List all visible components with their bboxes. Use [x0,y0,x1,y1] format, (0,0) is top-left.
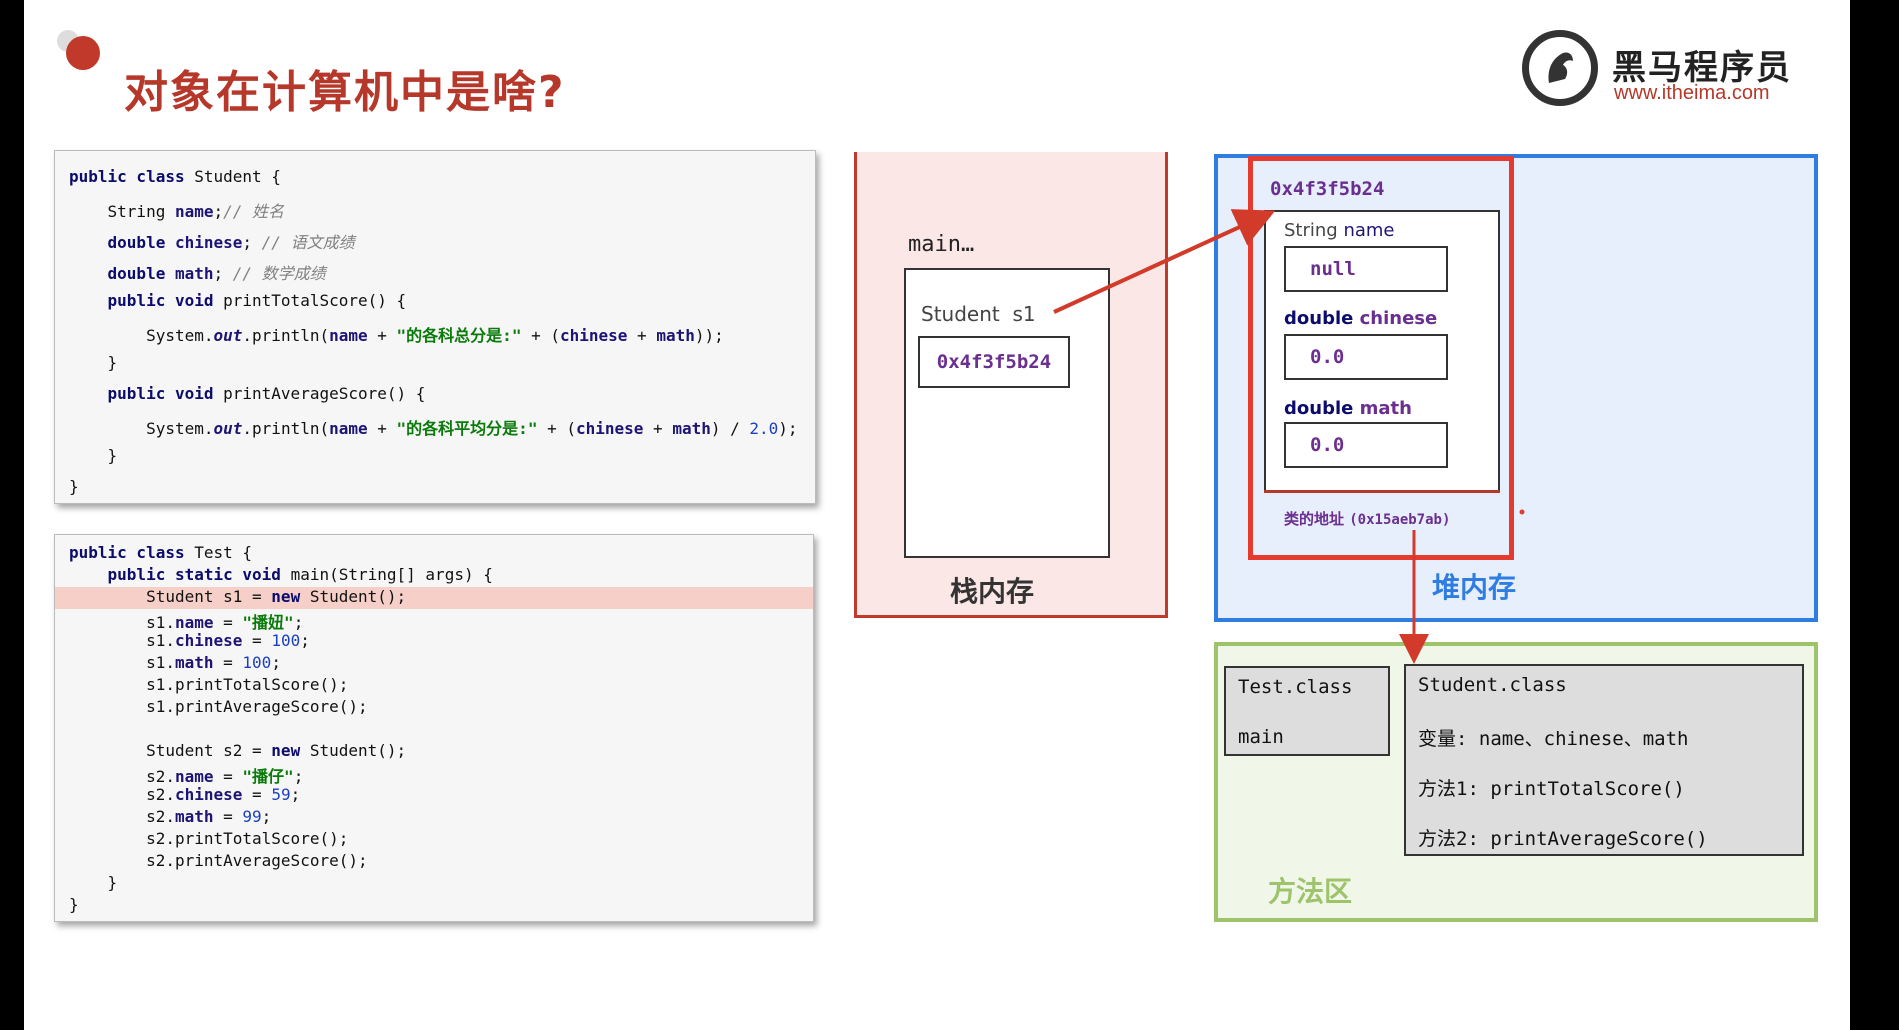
field-name: name [1343,220,1395,241]
test-code-line: } [69,873,118,892]
field-name-label: String name [1284,220,1395,241]
test-code-line: Student s1 = new Student(); [69,587,407,606]
test-code-line: s1.math = 100; [69,653,281,672]
method-area-label: 方法区 [1268,875,1353,908]
test-code-line: s2.chinese = 59; [69,785,301,804]
student-code-line: double chinese; // 语文成绩 [107,233,355,252]
test-code-line: Student s2 = new Student(); [69,741,407,760]
field-chinese-label: double chinese [1284,308,1437,329]
test-class-method: main [1238,726,1284,748]
student-class-method1: 方法1: printTotalScore() [1418,778,1685,800]
class-address-separator [1264,490,1500,493]
class-address-value: (0x15aeb7ab) [1349,512,1451,528]
student-code-line: } [69,446,118,465]
test-code-line: s2.math = 99; [69,807,272,826]
stack-var-value: 0x4f3f5b24 [918,336,1070,388]
test-code-line: public class Test { [69,543,253,562]
field-name-value: null [1284,246,1448,292]
student-code-line: public class Student { [69,167,281,186]
highlighted-line [55,587,813,609]
title-bullet-icon [66,36,100,70]
slide: 对象在计算机中是啥? 黑马程序员 www.itheima.com public … [24,0,1850,1030]
field-math-value: 0.0 [1284,422,1448,468]
test-code-line: public static void main(String[] args) { [107,565,493,584]
student-class-name: Student.class [1418,674,1567,696]
logo-url: www.itheima.com [1614,82,1770,104]
field-type: double [1284,308,1354,329]
heap-label: 堆内存 [1432,571,1517,604]
test-code-line: s2.printTotalScore(); [69,829,349,848]
test-code-line: } [69,895,79,914]
test-class-name: Test.class [1238,676,1353,698]
student-class-method2: 方法2: printAverageScore() [1418,828,1708,850]
main-frame [904,268,1110,558]
student-code-line: } [69,477,79,496]
class-address-label: 类的地址 [1284,510,1345,528]
test-code-line: s1.name = "播妞"; [69,613,304,632]
student-object [1248,156,1514,560]
student-code-line: System.out.println(name + "的各科总分是:" + (c… [69,326,724,345]
student-code-line: double math; // 数学成绩 [107,264,326,283]
field-math-label: double math [1284,398,1412,419]
stack-frame-label: main… [908,232,975,257]
field-type: String [1284,220,1338,241]
student-code-line: } [69,353,118,372]
test-code-line: s1.printAverageScore(); [69,697,368,716]
stack-var-label: Student s1 [921,302,1036,326]
slide-title: 对象在计算机中是啥? [124,67,566,118]
test-code-panel: public class Test { public static void m… [54,534,814,922]
object-fields-box [1264,210,1500,492]
student-code-line: public void printAverageScore() { [107,384,426,403]
object-address: 0x4f3f5b24 [1270,178,1385,200]
student-code-line: public void printTotalScore() { [107,291,407,310]
student-code-panel: public class Student { String name;// 姓名… [54,150,816,504]
test-code-line: s2.name = "播仔"; [69,767,304,786]
field-chinese-value: 0.0 [1284,334,1448,380]
field-name: chinese [1359,308,1438,329]
class-address: 类的地址 (0x15aeb7ab) [1284,508,1450,529]
field-type: double [1284,398,1354,419]
test-class-box [1224,666,1390,756]
horse-logo-icon [1522,30,1598,106]
test-code-line: s1.printTotalScore(); [69,675,349,694]
test-code-line: s1.chinese = 100; [69,631,310,650]
student-code-line: String name;// 姓名 [69,202,285,221]
logo-name: 黑马程序员 [1612,48,1792,88]
student-class-box [1404,664,1804,856]
field-name: math [1359,398,1412,419]
student-code-line: System.out.println(name + "的各科平均分是:" + (… [69,419,798,438]
stack-label: 栈内存 [950,575,1035,608]
test-code-line: s2.printAverageScore(); [69,851,368,870]
student-class-variables: 变量: name、chinese、math [1418,728,1689,750]
